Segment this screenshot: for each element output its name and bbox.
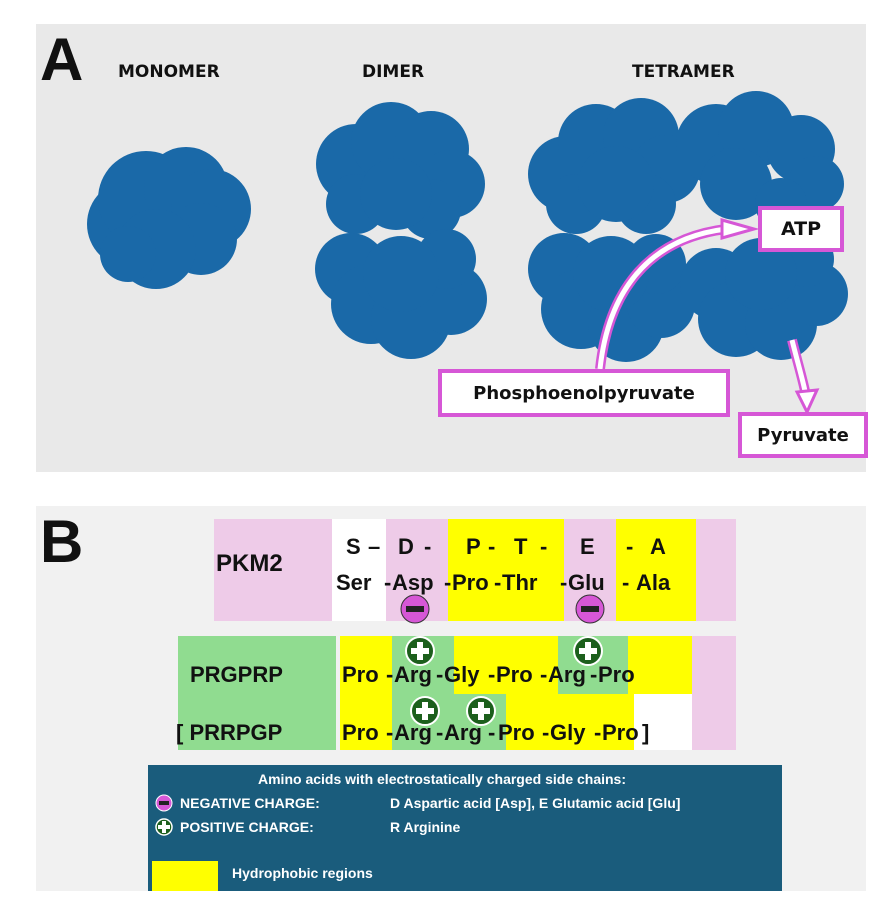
positive-charge-icon xyxy=(410,696,440,726)
res-gly: Gly xyxy=(550,720,586,745)
positive-charge-icon xyxy=(466,696,496,726)
oligomer-illustration xyxy=(87,91,848,416)
res-sep: - xyxy=(436,662,444,687)
res-sep: - xyxy=(560,570,568,595)
pro-thr-bg xyxy=(448,519,564,621)
res-bracket: ] xyxy=(642,720,650,745)
res-pro: Pro xyxy=(598,662,635,687)
pep-box: Phosphoenolpyruvate xyxy=(438,369,730,417)
atp-arrowhead xyxy=(720,218,760,240)
res-sep: - xyxy=(488,662,496,687)
res-sep: - xyxy=(386,720,394,745)
res-sep: - xyxy=(542,720,550,745)
pyruvate-label: Pyruvate xyxy=(757,424,849,446)
pyruvate-arrowhead xyxy=(794,388,820,416)
tetramer-label: TETRAMER xyxy=(632,62,735,82)
negative-charge-label: NEGATIVE CHARGE: xyxy=(180,795,320,811)
monomer-label: MONOMER xyxy=(118,62,220,82)
dimer-shape xyxy=(315,102,487,359)
atp-label: ATP xyxy=(780,218,822,240)
hydrophobic-swatch xyxy=(152,861,218,891)
res-asp: Asp xyxy=(392,570,434,595)
res-pro: Pro xyxy=(602,720,639,745)
negative-charge-desc: D Aspartic acid [Asp], E Glutamic acid [… xyxy=(390,795,681,811)
letter-a: A xyxy=(650,534,666,559)
pro-bracket-bg xyxy=(634,694,692,750)
pro-col-bg xyxy=(340,636,392,750)
res-sep: - xyxy=(488,720,496,745)
ala-bg xyxy=(616,519,696,621)
pkm2-label: PKM2 xyxy=(216,550,283,577)
res-sep: - xyxy=(594,720,602,745)
res-sep: - xyxy=(622,570,630,595)
res-pro: Pro xyxy=(342,662,379,687)
atp-box: ATP xyxy=(758,206,844,252)
legend: Amino acids with electrostatically charg… xyxy=(148,765,782,891)
positive-charge-icon xyxy=(573,636,603,666)
letter-t: T xyxy=(514,534,528,559)
letter-sep: – xyxy=(368,534,381,559)
panel-a-letter: A xyxy=(40,26,84,93)
positive-charge-desc: R Arginine xyxy=(390,819,461,835)
panel-b-letter: B xyxy=(40,508,84,575)
res-sep: - xyxy=(384,570,392,595)
prgprp-label: PRGPRP xyxy=(190,662,283,687)
letter-p: P xyxy=(466,534,481,559)
res-sep: - xyxy=(444,570,452,595)
res-arg: Arg xyxy=(394,662,432,687)
peptide-end-bg xyxy=(692,636,736,750)
res-arg: Arg xyxy=(548,662,586,687)
res-pro: Pro xyxy=(342,720,379,745)
res-gly: Gly xyxy=(444,662,480,687)
pyruvate-box: Pyruvate xyxy=(738,412,868,458)
res-sep: - xyxy=(540,662,548,687)
res-thr: Thr xyxy=(502,570,538,595)
letter-sep: - xyxy=(424,534,432,559)
letter-s: S xyxy=(346,534,361,559)
res-sep: - xyxy=(386,662,394,687)
positive-charge-icon xyxy=(405,636,435,666)
res-ala: Ala xyxy=(636,570,671,595)
gly-pro-bg xyxy=(454,636,558,694)
letter-sep: - xyxy=(626,534,634,559)
monomer-shape xyxy=(87,147,251,289)
pkm2-end-bg xyxy=(696,519,736,621)
pro-gly-pro-bg xyxy=(506,694,634,750)
prrpgp-label: [ PRRPGP xyxy=(176,720,283,745)
pep-label: Phosphoenolpyruvate xyxy=(473,382,695,404)
negative-charge-icon xyxy=(155,794,173,812)
res-sep: - xyxy=(494,570,502,595)
pkm2-label-bg xyxy=(214,519,332,621)
negative-charge-icon xyxy=(400,594,430,624)
tetramer-shape xyxy=(528,91,848,362)
res-sep: - xyxy=(436,720,444,745)
letter-sep: - xyxy=(540,534,548,559)
res-sep: - xyxy=(590,662,598,687)
hydrophobic-label: Hydrophobic regions xyxy=(232,865,373,881)
negative-charge-icon xyxy=(575,594,605,624)
dimer-label: DIMER xyxy=(362,62,425,82)
res-pro: Pro xyxy=(496,662,533,687)
pro-end-bg xyxy=(628,636,692,694)
legend-title: Amino acids with electrostatically charg… xyxy=(258,771,627,787)
positive-charge-label: POSITIVE CHARGE: xyxy=(180,819,314,835)
ser-bg xyxy=(332,519,386,621)
res-ser: Ser xyxy=(336,570,372,595)
res-pro: Pro xyxy=(498,720,535,745)
letter-d: D xyxy=(398,534,414,559)
letter-e: E xyxy=(580,534,595,559)
panel-a: MONOMER DIMER TETRAMER ATP Phosphoenolpy… xyxy=(36,24,868,472)
letter-sep: - xyxy=(488,534,496,559)
res-glu: Glu xyxy=(568,570,605,595)
res-pro: Pro xyxy=(452,570,489,595)
peptide-label-bg xyxy=(178,636,336,750)
positive-charge-icon xyxy=(155,818,173,836)
